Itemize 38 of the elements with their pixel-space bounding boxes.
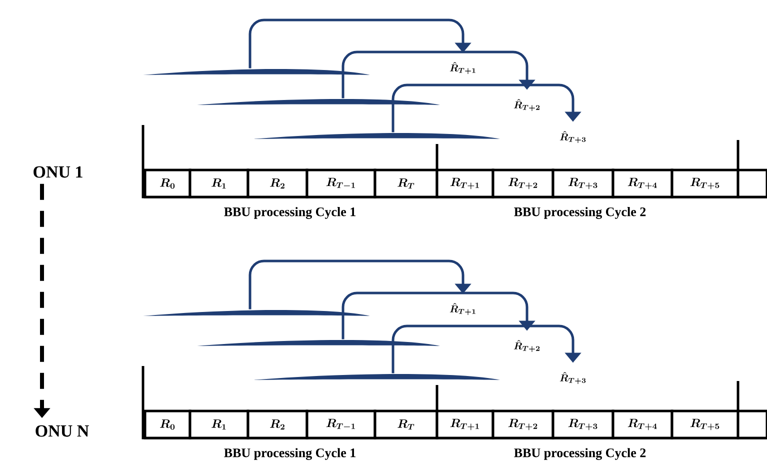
slot-cell: $R_{T+2}$ — [492, 168, 554, 198]
slot-cell: $R_{T+4}$ — [612, 410, 674, 440]
arrow — [392, 324, 582, 374]
slot-cell: $R_{T-1}$ — [306, 168, 376, 198]
slot-cell: $R_{T+1}$ — [436, 410, 494, 440]
slot-cell: $R_{T-1}$ — [306, 410, 376, 440]
arrow — [342, 292, 536, 340]
cycle-label: BBU processing Cycle 2 — [514, 207, 646, 219]
arrow — [392, 84, 582, 132]
estimate-label: $\hat{R}_{T+3}$ — [560, 372, 586, 384]
cycle-label: BBU processing Cycle 1 — [224, 448, 356, 460]
crescent — [143, 69, 370, 75]
arrow — [248, 18, 472, 68]
arrow — [248, 260, 472, 310]
cycle-label: BBU processing Cycle 2 — [514, 448, 646, 460]
estimate-label: $\hat{R}_{T+1}$ — [450, 302, 476, 316]
cycle-label: BBU processing Cycle 1 — [224, 207, 356, 219]
slot-cell: $R_{T}$ — [374, 410, 438, 440]
slot-cell: $R_{0}$ — [144, 410, 192, 440]
slot-cell: $R_{T+3}$ — [552, 168, 614, 198]
crescent — [143, 310, 370, 316]
slot-cell: $R_{T+3}$ — [552, 410, 614, 440]
slot-cell: $R_{2}$ — [246, 410, 308, 440]
slot-cell: $R_{1}$ — [188, 410, 250, 440]
slot-cell: $R_{T+1}$ — [436, 168, 494, 198]
estimate-label: $\hat{R}_{T+2}$ — [514, 340, 540, 352]
slot-cell: $R_{1}$ — [188, 168, 250, 198]
slot-cell: $R_{T}$ — [374, 168, 438, 198]
arrow — [342, 50, 536, 98]
slot-cell: $R_{T+2}$ — [492, 410, 554, 440]
estimate-label: $\hat{R}_{T+1}$ — [450, 62, 476, 74]
slot-cell: $R_{0}$ — [144, 168, 192, 198]
estimate-label: $\hat{R}_{T+2}$ — [514, 98, 540, 112]
estimate-label: $\hat{R}_{T+3}$ — [560, 130, 586, 144]
onu-label: ONU N — [36, 425, 89, 437]
slot-cell: $R_{T+4}$ — [612, 168, 674, 198]
slot-cell: $R_{2}$ — [246, 168, 308, 198]
onu-label: ONU 1 — [34, 166, 82, 178]
